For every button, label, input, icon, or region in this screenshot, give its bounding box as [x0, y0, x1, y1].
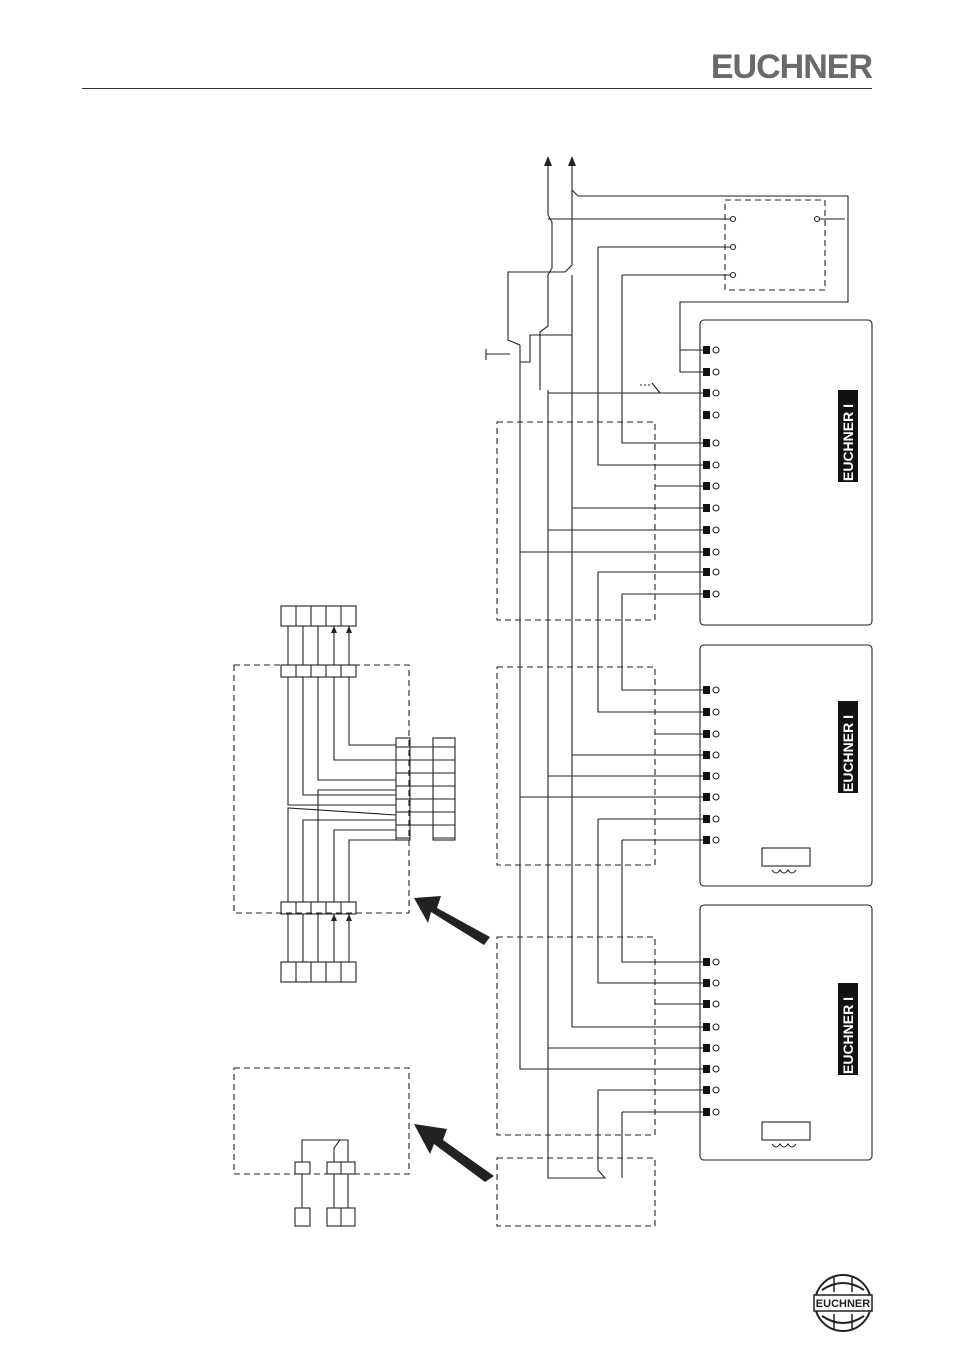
control-relay-box: [725, 200, 825, 290]
terminal-square: [703, 590, 710, 598]
terminal-square: [703, 461, 710, 469]
terminal-square: [703, 568, 710, 576]
terminal-circle: [713, 1066, 719, 1072]
terminal-circle: [713, 709, 719, 715]
terminal-square: [703, 346, 710, 354]
dashed-zones: [234, 422, 655, 1226]
terminal-circle: [713, 980, 719, 986]
terminal-circle: [713, 1001, 719, 1007]
device-3-label: EUCHNER I: [840, 997, 856, 1074]
terminal-circle: [713, 462, 719, 468]
terminal-circle: [713, 369, 719, 375]
terminal-square: [703, 1000, 710, 1008]
terminal-square: [703, 793, 710, 801]
terminal-circle: [713, 591, 719, 597]
terminal-block-dividers: [396, 747, 455, 838]
device-labels: EUCHNER I EUCHNER I EUCHNER I: [838, 390, 858, 1075]
terminal-circle: [713, 1045, 719, 1051]
terminal-circle: [713, 390, 719, 396]
terminal-square: [703, 751, 710, 759]
device-2-label: EUCHNER I: [840, 715, 856, 792]
terminal-square: [703, 730, 710, 738]
terminal-square: [703, 411, 710, 419]
terminal-circle: [713, 483, 719, 489]
supply-arrows: [544, 156, 576, 215]
terminal-square: [703, 389, 710, 397]
terminal-square: [703, 1065, 710, 1073]
terminal-circle: [713, 816, 719, 822]
terminal-square: [703, 836, 710, 844]
terminal-circle: [713, 752, 719, 758]
terminal-circle: [713, 1109, 719, 1115]
terminal-circle: [713, 837, 719, 843]
terminal-circle: [713, 412, 719, 418]
terminal-circle: [713, 794, 719, 800]
terminal-square: [703, 1086, 710, 1094]
terminal-blocks: [703, 346, 719, 1116]
pointer-arrow-lower: [414, 1124, 494, 1182]
terminal-square: [703, 504, 710, 512]
terminal-square: [703, 1044, 710, 1052]
terminal-circle: [713, 687, 719, 693]
terminal-square: [703, 958, 710, 966]
terminal-square: [703, 772, 710, 780]
terminal-square: [703, 1023, 710, 1031]
main-wiring: [486, 190, 848, 1178]
terminal-square: [703, 1108, 710, 1116]
terminal-circle: [713, 569, 719, 575]
terminal-circle: [713, 549, 719, 555]
terminal-circle: [713, 505, 719, 511]
terminal-square: [703, 368, 710, 376]
terminal-square: [703, 815, 710, 823]
terminal-circle: [713, 1087, 719, 1093]
device-1-label: EUCHNER I: [840, 404, 856, 481]
terminal-square: [703, 548, 710, 556]
terminal-circle: [713, 731, 719, 737]
terminal-circle: [713, 959, 719, 965]
terminal-circle: [713, 1024, 719, 1030]
bottom-left-module: [295, 1140, 355, 1226]
left-terminal-strips: [281, 606, 455, 982]
pointer-arrow-upper: [414, 896, 490, 945]
terminal-square: [703, 439, 710, 447]
terminal-square: [703, 708, 710, 716]
terminal-square: [703, 979, 710, 987]
terminal-square: [703, 482, 710, 490]
footer-logo-text: EUCHNER: [816, 1298, 870, 1310]
euchner-footer-logo: EUCHNER: [812, 1272, 874, 1334]
terminal-circle: [713, 347, 719, 353]
terminal-circle: [713, 773, 719, 779]
terminal-square: [703, 686, 710, 694]
terminal-circle: [713, 440, 719, 446]
terminal-square: [703, 526, 710, 534]
terminal-circle: [713, 527, 719, 533]
